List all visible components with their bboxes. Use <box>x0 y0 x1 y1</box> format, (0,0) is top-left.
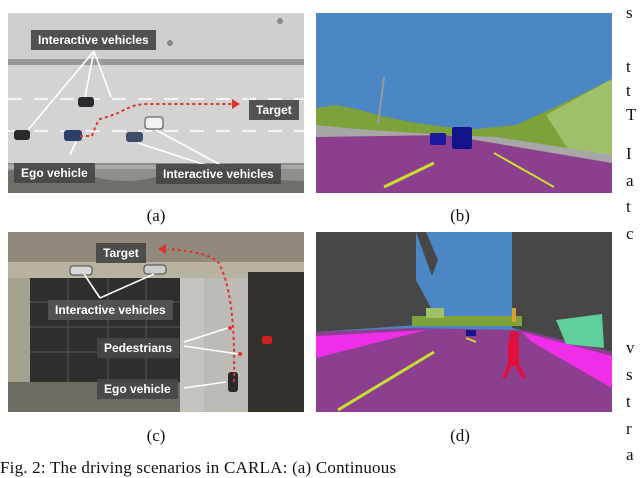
label-target: Target <box>249 100 299 120</box>
vehicle-mark <box>14 97 164 142</box>
margin-letter: t <box>626 57 631 76</box>
margin-letter: s <box>626 365 633 384</box>
margin-letter: a <box>626 171 634 190</box>
caption-d: (d) <box>450 426 470 445</box>
panel-c-image <box>8 232 304 412</box>
label-pedestrians: Pedestrians <box>97 338 180 358</box>
margin-letter: T <box>626 105 637 124</box>
vehicle-mark <box>430 127 472 149</box>
margin-letter: t <box>626 392 631 411</box>
margin-letter: v <box>626 338 635 357</box>
label-target: Target <box>96 243 146 263</box>
label-ego-vehicle: Ego vehicle <box>97 379 178 399</box>
panel-d-image <box>316 232 612 412</box>
pedestrian-mark <box>502 308 526 379</box>
label-ego-vehicle: Ego vehicle <box>14 163 95 183</box>
vehicle-mark <box>69 264 272 392</box>
label-interactive-vehicles-top: Interactive vehicles <box>31 30 156 50</box>
panel-b-image <box>316 13 612 193</box>
margin-letter: t <box>626 197 631 216</box>
ego-trajectory <box>167 248 236 383</box>
ego-trajectory <box>80 103 232 137</box>
margin-letter: t <box>626 81 631 100</box>
caption-a: (a) <box>146 206 166 225</box>
figure-caption: Fig. 2: The driving scenarios in CARLA: … <box>0 458 397 477</box>
margin-letter: a <box>626 445 634 464</box>
label-interactive-vehicles: Interactive vehicles <box>48 300 173 320</box>
label-interactive-vehicles-bottom: Interactive vehicles <box>156 164 281 184</box>
margin-letter: r <box>626 419 632 438</box>
margin-letter: s <box>626 3 633 22</box>
margin-letter: I <box>626 144 632 163</box>
caption-b: (b) <box>450 206 470 225</box>
margin-letter: c <box>626 224 634 243</box>
vehicle-mark <box>466 330 476 336</box>
caption-c: (c) <box>146 426 166 445</box>
